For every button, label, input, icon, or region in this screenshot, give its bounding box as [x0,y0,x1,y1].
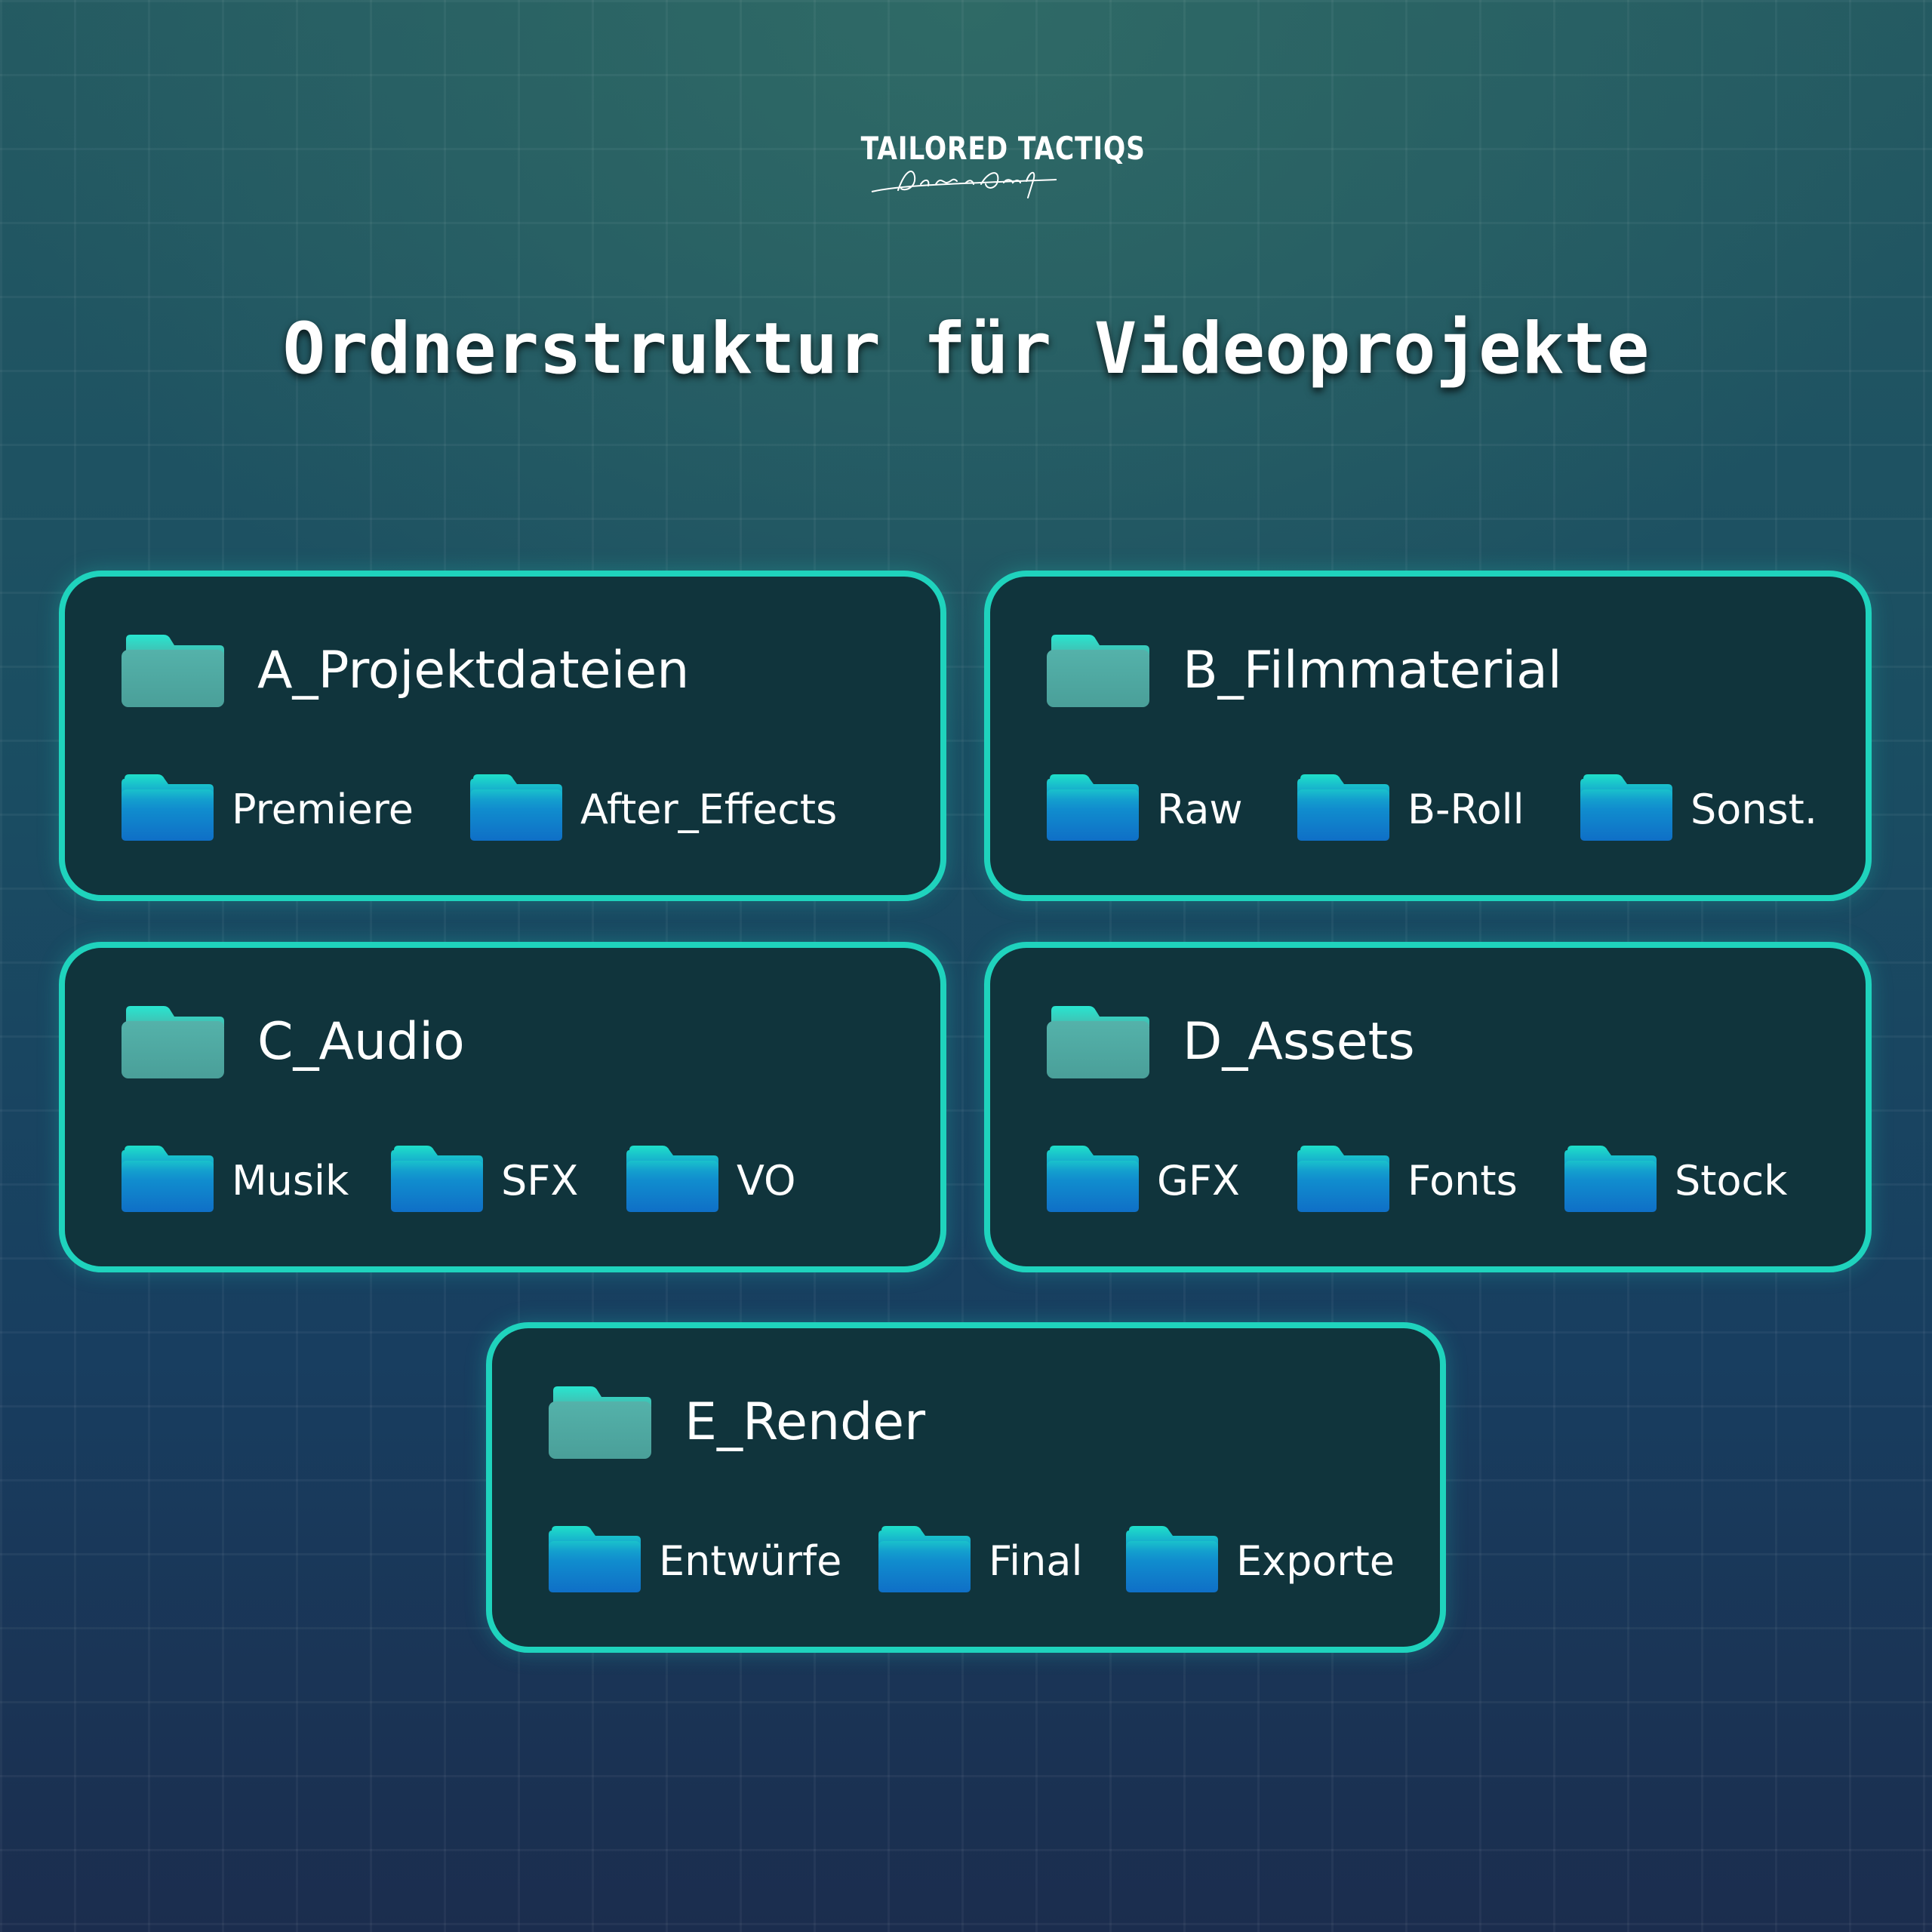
main-folder-label: E_Render [685,1392,926,1452]
folder-icon [626,1144,718,1215]
folder-icon [1297,1144,1389,1215]
main-folder-label: B_Filmmaterial [1183,641,1562,700]
logo-wordmark: TAILORED TACTIQS [860,130,1146,167]
folder-icon [1047,1004,1149,1081]
folder-icon [391,1144,483,1215]
folder-icon [122,633,224,710]
subfolder-label: VO [737,1157,796,1204]
folder-icon [470,773,562,844]
folder-icon [122,1004,224,1081]
main-folder-label: C_Audio [257,1012,465,1072]
subfolder-label: SFX [501,1157,579,1204]
folder-icon [1564,1144,1657,1215]
subfolder-label: B-Roll [1407,786,1524,833]
folder-icon [122,773,214,844]
folder-icon [1580,773,1672,844]
brand-logo: TAILORED TACTIQS [838,130,1146,198]
subfolder-label: Raw [1157,786,1243,833]
subfolder-label: Sonst. [1690,786,1818,833]
subfolder-label: Exporte [1236,1537,1395,1585]
signature-graphic [871,171,1057,198]
subfolder-label: Entwürfe [659,1537,842,1585]
folder-icon [1047,633,1149,710]
subfolder-label: Fonts [1407,1157,1518,1204]
subfolder-label: Musik [232,1157,349,1204]
folder-icon [1047,1144,1139,1215]
subfolder-label: Final [989,1537,1083,1585]
folder-icon [1126,1524,1218,1595]
subfolder-label: After_Effects [580,786,838,833]
folder-icon [1047,773,1139,844]
main-folder-label: A_Projektdateien [257,641,690,700]
folder-icon [549,1385,651,1462]
folder-icon [549,1524,641,1595]
page-title: Ordnerstruktur für Videoprojekte [282,308,1650,390]
main-folder-label: D_Assets [1183,1012,1415,1072]
subfolder-label: GFX [1157,1157,1240,1204]
folder-icon [122,1144,214,1215]
folder-icon [1297,773,1389,844]
subfolder-label: Premiere [232,786,414,833]
folder-icon [878,1524,971,1595]
subfolder-label: Stock [1675,1157,1788,1204]
